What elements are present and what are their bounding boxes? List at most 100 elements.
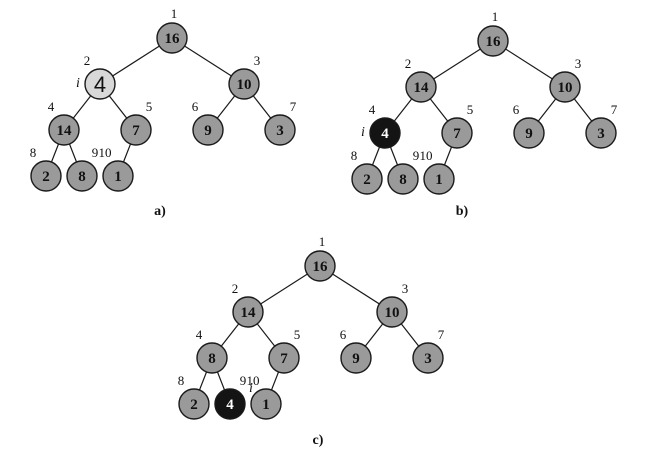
heap-node-value: 14 xyxy=(57,123,73,139)
heap-node-value: 7 xyxy=(280,351,288,367)
heap-node-circle xyxy=(376,296,408,328)
heap-node-value: 3 xyxy=(424,351,432,367)
heap-index-label: 1 xyxy=(171,6,178,21)
heap-node: 144 xyxy=(48,99,80,146)
panel-caption: c) xyxy=(313,433,324,448)
heap-node: 89 xyxy=(387,148,420,195)
heap-node-value: 1 xyxy=(114,169,122,185)
heap-node: 16 1 xyxy=(156,6,188,54)
heap-index-label: 4 xyxy=(196,327,203,342)
pointer-i-label: i xyxy=(76,76,80,91)
heap-node: 103 xyxy=(549,56,582,103)
pointer-i-label: i xyxy=(249,381,253,396)
heap-node-value: 3 xyxy=(276,123,284,139)
heap-node: 142 xyxy=(405,56,437,103)
heap-node: 96 xyxy=(513,102,545,149)
heap-node-circle xyxy=(196,342,228,374)
heap-node-value: 4 xyxy=(226,397,234,413)
heap-node-value: 10 xyxy=(237,77,252,93)
heap-node-circle xyxy=(120,114,152,146)
heap-node-value: 4 xyxy=(381,126,389,142)
heap-index-label: 4 xyxy=(48,99,55,114)
heap-node: 142 xyxy=(232,281,264,328)
heap-node: 42i xyxy=(76,53,116,100)
heap-node-circle xyxy=(304,250,336,282)
heap-index-label: 7 xyxy=(611,102,618,117)
heap-index-label: 9 xyxy=(413,148,420,163)
heap-node-circle xyxy=(178,388,210,420)
heap-node-circle xyxy=(387,163,419,195)
heap-node-value: 7 xyxy=(453,126,461,142)
heap-index-label: 10 xyxy=(420,148,433,163)
heap-node-circle xyxy=(585,117,617,149)
heap-index-label: 9 xyxy=(92,145,99,160)
heap-node-circle xyxy=(477,25,509,57)
heap-node: 75 xyxy=(268,327,301,374)
heap-node: 89 xyxy=(66,145,99,192)
heap-node: 96 xyxy=(192,99,224,146)
heap-index-label: 7 xyxy=(438,327,445,342)
heap-node-value: 8 xyxy=(208,351,216,367)
heap-node: 103 xyxy=(228,53,261,100)
heap-node: 96 xyxy=(340,327,372,374)
heap-node-value: 8 xyxy=(78,169,86,185)
heap-node-value: 9 xyxy=(204,123,212,139)
heap-node-value: 9 xyxy=(525,126,533,142)
heap-node-value: 10 xyxy=(558,80,573,96)
heap-node: 110 xyxy=(99,145,134,192)
heap-node: 37 xyxy=(412,327,445,374)
heap-index-label: 6 xyxy=(192,99,199,114)
heap-node-circle xyxy=(423,163,455,195)
heap-index-label: 8 xyxy=(351,148,358,163)
heap-node-circle xyxy=(351,163,383,195)
heap-node-circle xyxy=(340,342,372,374)
heap-index-label: 1 xyxy=(319,234,326,249)
heap-node-value: 8 xyxy=(399,172,407,188)
heap-node-circle xyxy=(232,296,264,328)
heap-index-label: 4 xyxy=(369,102,376,117)
heap-node-value: 16 xyxy=(486,34,502,50)
heap-node-circle xyxy=(250,388,282,420)
heap-node-circle xyxy=(30,160,62,192)
heap-node-value: 1 xyxy=(435,172,443,188)
panel-caption: a) xyxy=(154,204,166,219)
heap-index-label: 10 xyxy=(247,373,260,388)
heap-node-circle xyxy=(102,160,134,192)
heap-index-label: 9 xyxy=(240,373,247,388)
heap-node-circle xyxy=(405,71,437,103)
heap-node: 28 xyxy=(178,373,210,420)
heap-node-value: 3 xyxy=(597,126,605,142)
heap-node: 103 xyxy=(376,281,409,328)
panel-caption: b) xyxy=(456,204,469,219)
heap-node-value: 16 xyxy=(165,31,181,47)
heap-node-value: 4 xyxy=(94,72,106,97)
heap-node-value: 1 xyxy=(262,397,270,413)
heap-index-label: 5 xyxy=(294,327,301,342)
heap-node-circle xyxy=(441,117,473,149)
heap-node-circle xyxy=(48,114,80,146)
heap-index-label: 6 xyxy=(340,327,347,342)
heap-index-label: 10 xyxy=(99,145,112,160)
heap-index-label: 2 xyxy=(405,56,412,71)
heap-node-circle xyxy=(412,342,444,374)
heap-node: 16 1 xyxy=(304,234,336,282)
heap-index-label: 3 xyxy=(575,56,582,71)
heap-index-label: 5 xyxy=(467,102,474,117)
heap-node-circle xyxy=(264,114,296,146)
heap-node-circle xyxy=(513,117,545,149)
heap-node-circle xyxy=(192,114,224,146)
heap-node-circle xyxy=(228,68,260,100)
heap-index-label: 3 xyxy=(402,281,409,296)
heap-node-value: 14 xyxy=(414,80,430,96)
heap-index-label: 2 xyxy=(84,53,91,68)
heap-node-value: 16 xyxy=(313,259,329,275)
heap-index-label: 8 xyxy=(178,373,185,388)
heap-node-value: 14 xyxy=(241,305,257,321)
heap-node: 75 xyxy=(441,102,474,149)
heap-index-label: 3 xyxy=(254,53,261,68)
heap-node-circle xyxy=(84,68,116,100)
pointer-i-label: i xyxy=(361,125,365,140)
